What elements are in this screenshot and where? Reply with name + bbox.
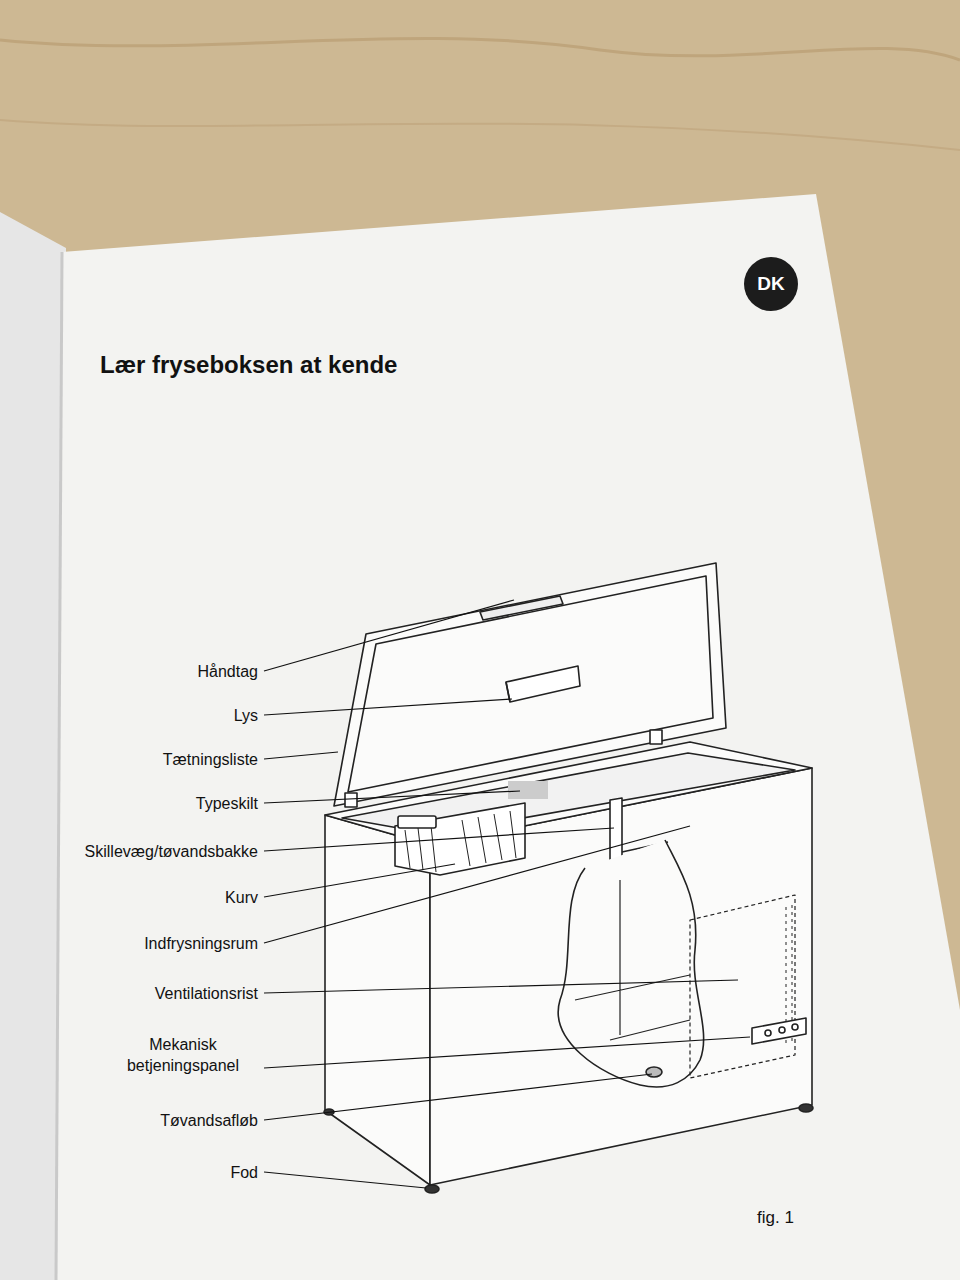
wood-grain xyxy=(0,38,960,60)
handle xyxy=(480,596,563,620)
wood-grain xyxy=(0,120,960,150)
page-gutter xyxy=(56,252,62,1280)
leader-line xyxy=(264,980,738,993)
opening xyxy=(342,753,795,834)
part-label: Kurv xyxy=(225,887,258,908)
ventilation-grid xyxy=(690,895,795,1078)
figure-caption: fig. 1 xyxy=(757,1207,794,1229)
leader-line xyxy=(264,699,512,715)
hinge xyxy=(345,793,357,807)
hinge xyxy=(650,730,662,744)
part-label: Skillevæg/tøvandsbakke xyxy=(85,841,258,862)
control-panel xyxy=(752,1018,806,1044)
knob xyxy=(779,1027,785,1033)
leader-line xyxy=(264,1037,750,1068)
language-badge: DK xyxy=(744,257,798,311)
leader-line xyxy=(264,600,514,671)
leader-line xyxy=(264,864,455,897)
right-page xyxy=(56,194,960,1280)
part-label: Håndtag xyxy=(198,661,259,682)
basket xyxy=(395,803,525,875)
leader-line xyxy=(264,828,614,851)
part-label: Ventilationsrist xyxy=(155,983,258,1004)
part-label: Fod xyxy=(230,1162,258,1183)
part-label: Typeskilt xyxy=(196,793,258,814)
cutaway xyxy=(558,840,703,1087)
cutaway-interior xyxy=(575,880,690,1040)
basket-handle xyxy=(398,816,436,828)
type-plate xyxy=(508,781,548,799)
leader-line xyxy=(264,791,520,803)
lid-light xyxy=(506,666,580,702)
leader-line xyxy=(264,1172,426,1188)
leader-line xyxy=(264,752,338,759)
drain xyxy=(646,1067,662,1077)
leader-line xyxy=(264,1074,652,1120)
foot xyxy=(425,1185,439,1193)
part-label: Lys xyxy=(234,705,258,726)
part-label: Tætningsliste xyxy=(163,749,258,770)
foot xyxy=(799,1104,813,1112)
part-label: Mekanisk betjeningspanel xyxy=(108,1034,258,1076)
leader-lines xyxy=(264,600,750,1188)
part-label: Tøvandsafløb xyxy=(160,1110,258,1131)
left-page xyxy=(0,212,66,1280)
knob xyxy=(765,1030,771,1036)
badge-text: DK xyxy=(757,273,784,295)
page-title: Lær fryseboksen at kende xyxy=(100,350,397,380)
knob xyxy=(792,1024,798,1030)
part-label: Indfrysningsrum xyxy=(144,933,258,954)
leader-line xyxy=(264,826,690,943)
